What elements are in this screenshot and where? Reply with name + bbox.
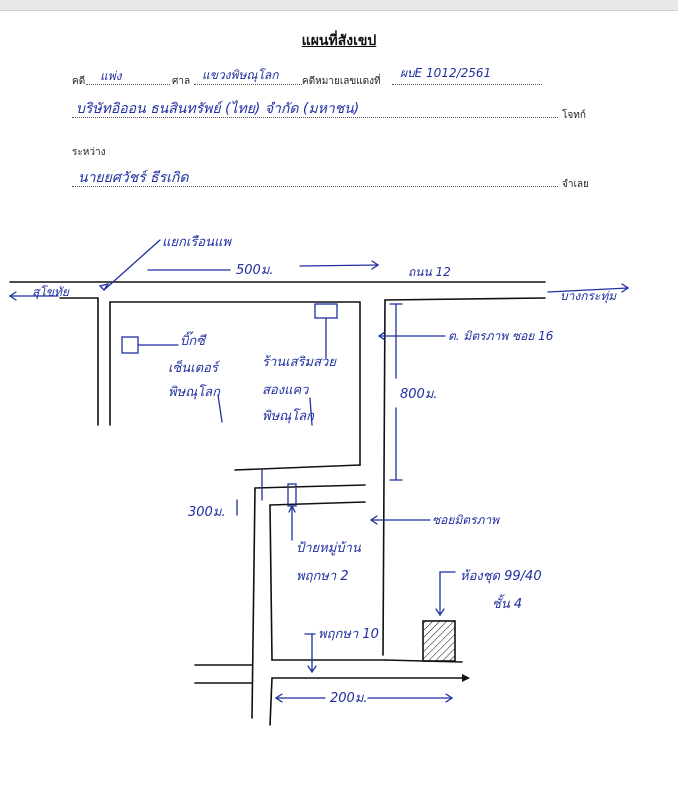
- case-type-value: แพ่ง: [100, 69, 122, 83]
- case-type-dotline: [86, 84, 170, 85]
- court-dotline: [194, 84, 302, 85]
- soi-road-right-edge: [382, 299, 386, 656]
- bigc-label-line3: พิษณุโลก: [168, 384, 221, 400]
- case-label: คดี: [72, 76, 86, 87]
- village-sign-pointer-head: [288, 504, 296, 513]
- bigc-label-line2: เซ็นเตอร์: [168, 359, 221, 376]
- branch-road-bottom-edge: [254, 484, 366, 489]
- dist-200-arrow-left-head: [274, 693, 283, 703]
- plaintiff-value: บริษัทอิออน ธนสินทรัพย์ (ไทย) จำกัด (มหา…: [76, 101, 360, 117]
- branch-road-top-edge: [234, 464, 361, 471]
- junction-pointer-line: [103, 239, 161, 291]
- dist-500-arrow-head: [371, 260, 380, 270]
- dist-500-arrow-right: [299, 264, 379, 267]
- pruksa-10-end-arrow: [462, 674, 470, 682]
- viewer-top-bar: [0, 0, 678, 11]
- defendant-dotline: [72, 186, 558, 187]
- soi-mitraphap-label: ซอยมิตรภาพ: [432, 513, 500, 527]
- main-road-bottom-edge-right: [384, 297, 546, 301]
- plaintiff-label: โจทก์: [562, 110, 586, 121]
- room-label-line2: ชั้น 4: [492, 594, 522, 612]
- case-number-value: ผบE 1012/2561: [400, 66, 492, 80]
- condo-building: [422, 620, 456, 662]
- junction-label: แยกเรือนแพ: [162, 235, 232, 250]
- store-label-line3: พิษณุโลก: [262, 408, 315, 424]
- pruksa-10-pointer-head: [307, 665, 317, 674]
- dist-200-arrow-right-head: [445, 693, 454, 703]
- bigc-marker-box: [121, 336, 139, 354]
- dist-300-label: 300ม.: [188, 505, 226, 520]
- plaintiff-dotline: [72, 117, 558, 118]
- store-label-line2: สองแคว: [262, 383, 309, 398]
- bangkrathum-label: บางกระทุ่ม: [560, 289, 617, 304]
- bigc-tick: [217, 394, 223, 423]
- village-sign-label-line1: ป้ายหมู่บ้าน: [296, 541, 362, 556]
- junction-marker-triangle: [98, 282, 110, 292]
- room-pointer-head: [435, 608, 445, 617]
- page-title: แผนที่สังเขป: [301, 33, 377, 49]
- dist-500-label: 500ม.: [236, 263, 274, 278]
- bigc-label-line1: บิ๊กซี: [180, 331, 207, 349]
- pruksa-10-label: พฤกษา 10: [318, 627, 379, 642]
- store-label-line1: ร้านเสริมสวย: [262, 355, 337, 370]
- village-road-inner-edge: [269, 501, 366, 506]
- defendant-value: นายยศวัชร์ ธีรเกิด: [78, 170, 189, 186]
- soi-mitraphap-pointer-head: [369, 515, 378, 525]
- soi-16-label: ต. มิตรภาพ ซอย 16: [448, 329, 554, 343]
- soi-16-pointer-head: [377, 331, 386, 341]
- case-number-dotline: [392, 84, 542, 85]
- defendant-label: จำเลย: [562, 179, 589, 190]
- bottom-road-vertical: [269, 677, 273, 726]
- store-marker-box: [314, 303, 338, 319]
- village-road-right-edge: [269, 504, 273, 661]
- between-label: ระหว่าง: [72, 147, 106, 158]
- sukhothai-label: สุโขทัย: [32, 285, 70, 300]
- road-12-label: ถนน 12: [408, 265, 451, 279]
- case-number-label: คดีหมายเลขแดงที่: [302, 76, 381, 87]
- dist-800-label: 800ม.: [400, 387, 438, 402]
- right-arrow-head: [621, 283, 630, 293]
- room-label-line1: ห้องชุด 99/40: [460, 569, 542, 584]
- court-name-value: แขวงพิษณุโลก: [202, 68, 279, 82]
- village-road-left-edge: [251, 487, 256, 719]
- dist-200-label: 200ม.: [330, 691, 368, 706]
- court-label: ศาล: [172, 76, 191, 87]
- right-arrow-line: [547, 287, 629, 293]
- store-tick: [309, 397, 313, 426]
- village-sign-label-line2: พฤกษา 2: [296, 569, 349, 584]
- left-arrow-head: [8, 291, 17, 301]
